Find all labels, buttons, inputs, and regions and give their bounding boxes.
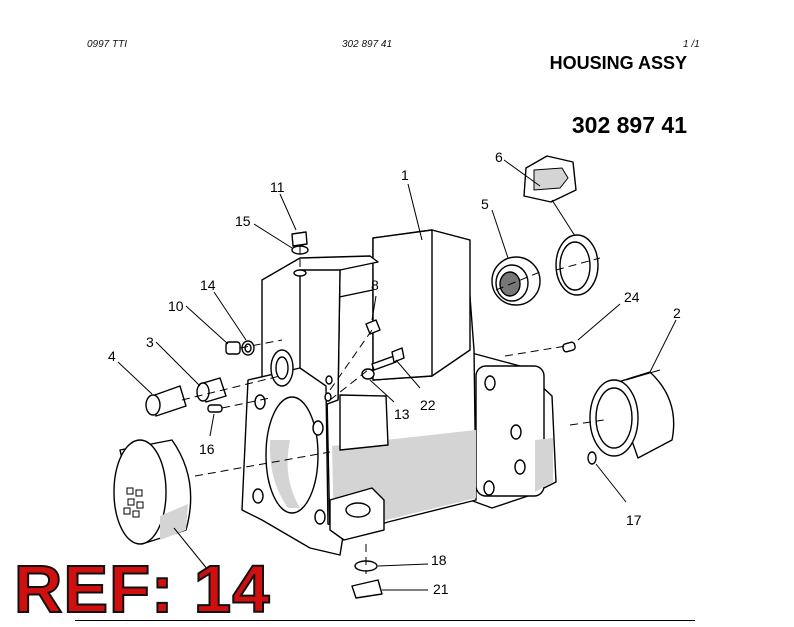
page-title: HOUSING ASSY [549,53,687,73]
header-part-number: 302 897 41 [342,39,393,50]
callout-2: 2 [673,305,681,321]
callout-21: 21 [433,581,449,597]
callout-8: 8 [371,277,379,293]
callout-4: 4 [108,348,116,364]
callout-5: 5 [481,196,489,212]
part-17-o-ring [587,451,597,465]
callout-24: 24 [624,289,640,305]
callout-14: 14 [200,277,216,293]
part-21-gasket [351,579,383,599]
page-indicator: 1 /1 [683,39,700,50]
ref-stamp: REF: 14 [13,552,271,627]
assembly-lines [181,246,605,574]
bottom-rule [75,620,695,621]
part-5-bearing [491,256,541,306]
callout-15: 15 [235,213,251,229]
document-code: 0997 TTI [87,39,128,50]
part-3-bushing [196,377,227,413]
callout-18: 18 [431,552,447,568]
part-24-pin [562,341,576,353]
callout-1: 1 [401,167,409,183]
part-6-seal [523,155,599,296]
leader-lines [117,159,677,591]
part-number: 302 897 41 [571,112,687,138]
part-2-bearing-cup [589,369,675,459]
callout-11: 11 [270,179,285,195]
housing-body [241,229,557,556]
callout-10: 10 [168,298,184,314]
callout-16: 16 [199,441,215,457]
part-8-nut [365,319,381,335]
part-4-bushing [145,385,187,417]
callout-13: 13 [394,406,410,422]
callout-22: 22 [420,397,436,413]
callout-3: 3 [146,334,154,350]
callout-6: 6 [495,149,503,165]
part-22-bolt [361,347,405,380]
large-cup [113,439,192,545]
callout-17: 17 [626,512,642,528]
